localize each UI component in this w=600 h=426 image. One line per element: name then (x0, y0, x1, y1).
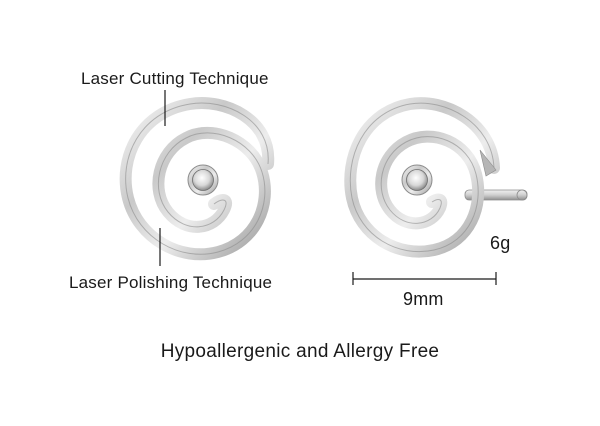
size-label: 9mm (403, 289, 444, 309)
right-gemstone (406, 169, 428, 191)
caption: Hypoallergenic and Allergy Free (160, 341, 440, 362)
left-earring-front (119, 97, 275, 261)
laser-polishing-label: Laser Polishing Technique (69, 273, 273, 292)
laser-cutting-label: Laser Cutting Technique (81, 69, 269, 88)
weight-label: 6g (490, 233, 511, 253)
size-dimension-line (352, 272, 497, 285)
right-earring-side (344, 97, 528, 258)
left-gemstone (192, 169, 214, 191)
